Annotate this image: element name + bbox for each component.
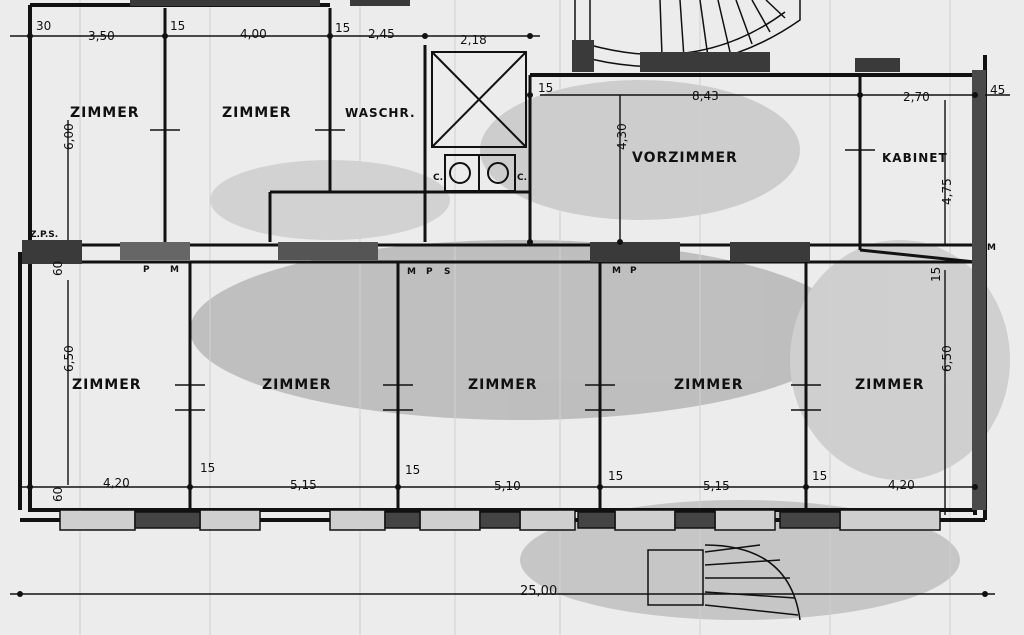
marker-chimney-left: Z.P.S.: [30, 230, 58, 240]
dim-bottom-wall-3: 15: [608, 469, 623, 483]
room-label-kabinet: KABINET: [882, 151, 948, 165]
dim-lower-left-wall: 60: [51, 261, 65, 276]
marker-wc-left: C.: [433, 173, 443, 183]
dim-bottom-wall-4: 15: [812, 469, 827, 483]
dimension-lines: [10, 35, 1010, 595]
dim-top-2: 4,00: [240, 27, 267, 41]
room-label-zimmer-lower-5: ZIMMER: [855, 377, 925, 393]
marker-m3: M: [612, 266, 621, 276]
marker-p1: P: [143, 265, 150, 275]
wc-fixtures: [444, 154, 516, 192]
marker-wc-right: C.: [517, 173, 527, 183]
dim-bottom-wall-2: 15: [405, 463, 420, 477]
room-label-zimmer-upper-2: ZIMMER: [222, 105, 292, 121]
chimney-blocks: [22, 0, 986, 510]
room-label-zimmer-lower-4: ZIMMER: [674, 377, 744, 393]
dim-hall-wall: 15: [538, 81, 553, 95]
marker-s2: S: [444, 267, 450, 277]
dim-top-wall-1: 15: [170, 19, 185, 33]
room-label-waschraum: WASCHR.: [345, 106, 416, 120]
dim-lower-right-height: 6,50: [940, 345, 954, 372]
marker-m1: M: [170, 265, 179, 275]
dim-upper-left-height: 6,00: [62, 123, 76, 150]
stair-bottom: [647, 544, 801, 621]
stair-top: [574, 0, 801, 68]
dim-hall-height: 4,30: [615, 123, 629, 150]
dim-right-wall: 45: [990, 83, 1005, 97]
dim-cabinet-height: 4,75: [940, 178, 954, 205]
dim-bottom-1: 4,20: [103, 476, 130, 490]
dim-overall: 25,00: [520, 584, 557, 599]
dim-top-3: 2,45: [368, 27, 395, 41]
marker-p3: P: [630, 266, 637, 276]
marker-p2: P: [426, 267, 433, 277]
dim-bottom-4: 5,15: [703, 479, 730, 493]
partition-ticks: [150, 129, 875, 411]
dim-cabinet-width: 2,70: [903, 90, 930, 104]
dim-bottom-wall-1: 15: [200, 461, 215, 475]
dim-top-corner: 30: [36, 19, 51, 33]
room-label-vorzimmer: VORZIMMER: [632, 150, 738, 166]
dim-top-wall-2: 15: [335, 21, 350, 35]
dim-bottom-3: 5,10: [494, 479, 521, 493]
room-label-zimmer-lower-1: ZIMMER: [72, 377, 142, 393]
dim-top-1: 3,50: [88, 29, 115, 43]
dim-bottom-2: 5,15: [290, 478, 317, 492]
dim-top-4: 2,18: [460, 33, 487, 47]
dimension-ticks: [17, 33, 988, 597]
dim-bottom-left-wall: 60: [51, 487, 65, 502]
room-label-zimmer-lower-3: ZIMMER: [468, 377, 538, 393]
dim-right-mid-wall: 15: [929, 267, 943, 282]
room-label-zimmer-lower-2: ZIMMER: [262, 377, 332, 393]
dim-lower-left-height: 6,50: [62, 345, 76, 372]
dim-bottom-5: 4,20: [888, 478, 915, 492]
room-label-zimmer-upper-1: ZIMMER: [70, 105, 140, 121]
marker-m2: M: [407, 267, 416, 277]
dim-hall-width: 8,43: [692, 89, 719, 103]
bottom-windows: [59, 509, 941, 531]
marker-m4: M: [987, 243, 996, 253]
lift-shaft: [431, 51, 527, 148]
